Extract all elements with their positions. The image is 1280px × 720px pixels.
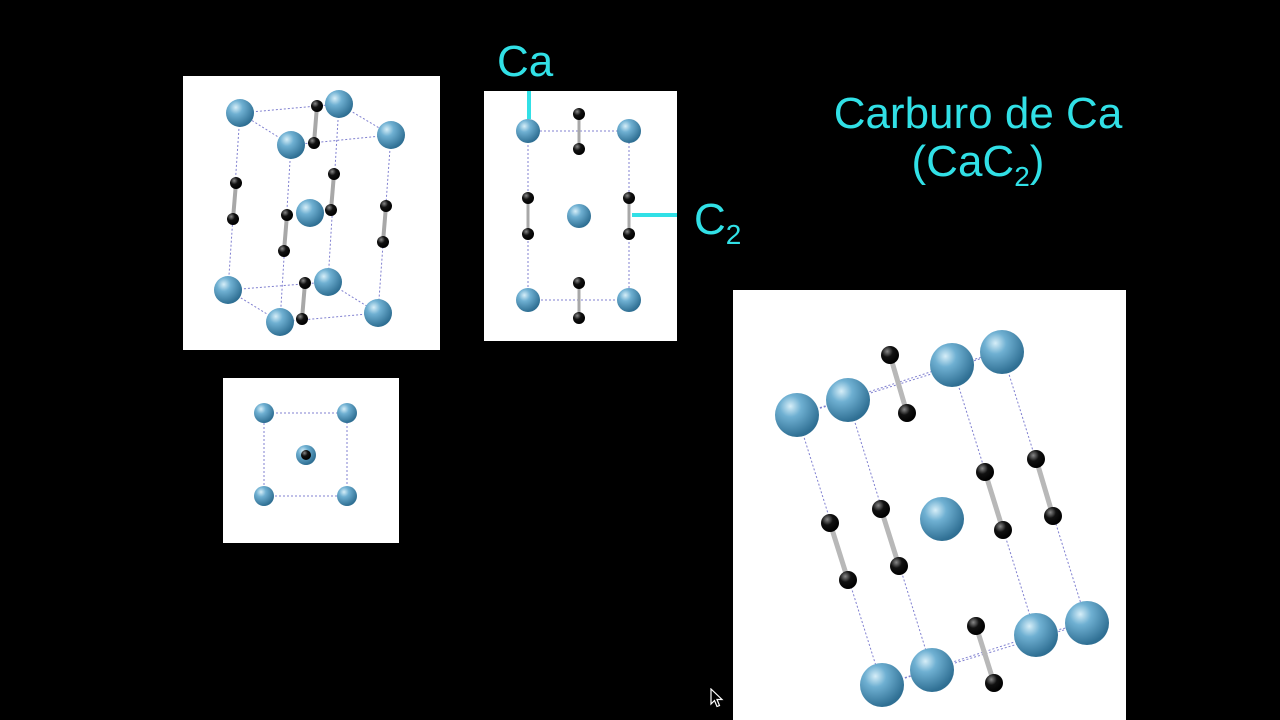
c2-label-subscript: 2 (725, 219, 742, 250)
unit-cell-front-view-panel (484, 91, 677, 341)
c2-label-base: C (694, 195, 726, 244)
ca-pointer-line (527, 91, 531, 119)
compound-title: Carburo de Ca (CaC2) (800, 89, 1156, 193)
c2-label: C2 (694, 195, 741, 249)
compound-title-name: Carburo de Ca (833, 89, 1123, 138)
compound-title-formula: (CaC2) (911, 137, 1045, 193)
carbon-atoms (227, 100, 392, 325)
unit-cell-front-view-diagram (516, 91, 677, 324)
unit-cell-large-view-panel (733, 290, 1126, 720)
unit-cell-top-view-panel (223, 378, 399, 543)
c2-bonds (231, 104, 388, 321)
ca-label: Ca (497, 37, 554, 86)
unit-cell-perspective-diagram (214, 90, 405, 336)
c2-pointer-line (632, 213, 677, 217)
mouse-pointer-icon (710, 688, 724, 708)
unit-cell-top-view-diagram (254, 403, 357, 506)
calcium-atoms (214, 90, 405, 336)
unit-cell-perspective-panel (183, 76, 440, 350)
unit-cell-large-view-diagram (775, 330, 1109, 707)
